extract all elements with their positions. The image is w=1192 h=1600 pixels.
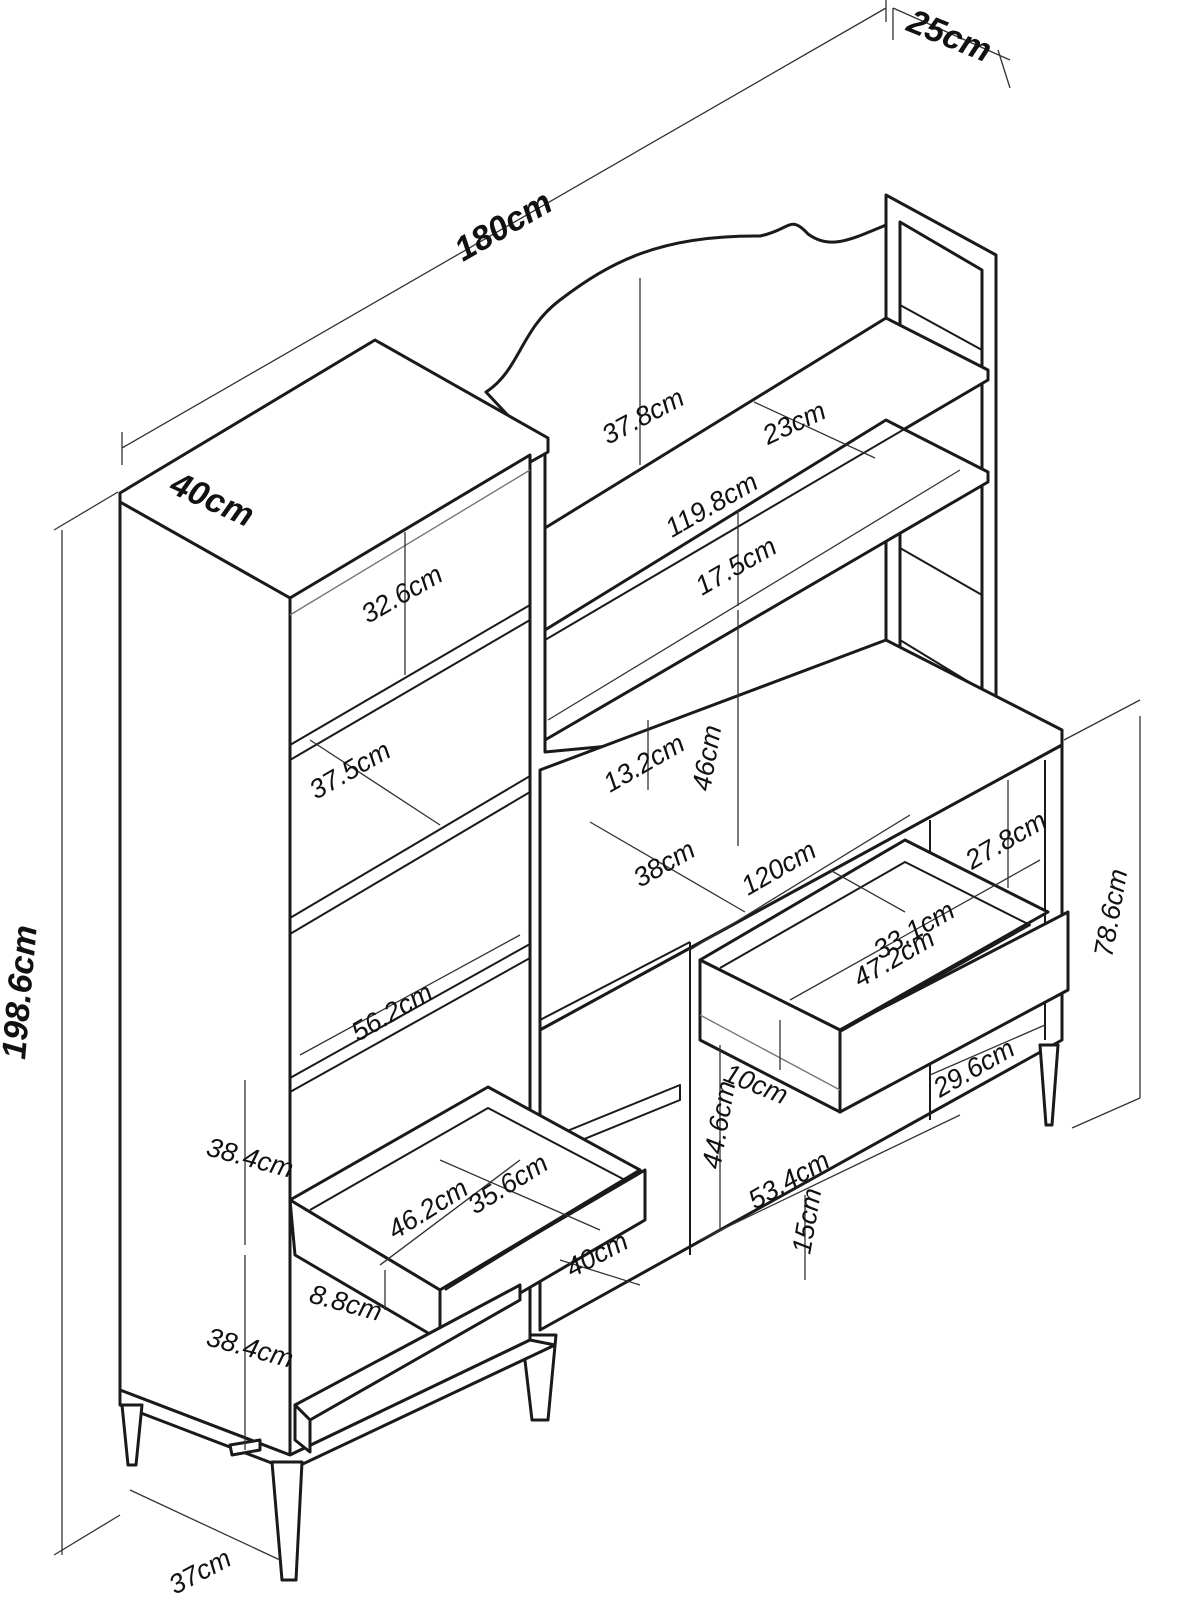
left-upper-drawer xyxy=(288,1085,647,1342)
overall-dimension-lines xyxy=(53,0,1141,1556)
label-total-depth: 25cm xyxy=(901,2,997,70)
right-drawer xyxy=(698,838,1070,1114)
upper-shelves xyxy=(543,316,990,742)
label-total-width: 180cm xyxy=(448,183,559,269)
label-total-height: 198.6cm xyxy=(0,924,45,1061)
left-lower-drawer xyxy=(293,1283,522,1454)
label-leg-height: 15cm xyxy=(786,1186,827,1256)
label-right-cabinet-height: 78.6cm xyxy=(1088,867,1133,959)
label-tower-base-depth: 37cm xyxy=(164,1543,236,1600)
inner-dimension-lines xyxy=(129,278,1046,1561)
